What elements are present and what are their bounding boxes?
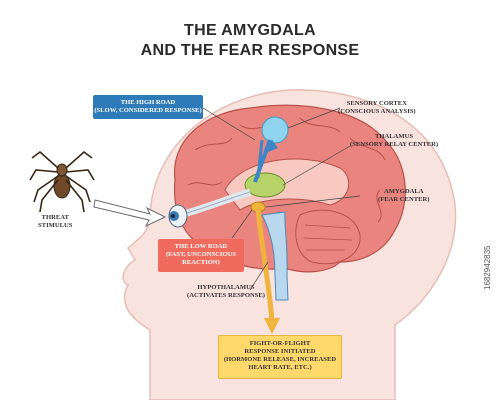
fight-or-flight-box: FIGHT-OR-FLIGHT RESPONSE INITIATED (HORM… xyxy=(218,335,342,379)
sensory-cortex-desc: (CONSCIOUS ANALYSIS) xyxy=(338,108,416,115)
hypothalamus-desc: (ACTIVATES RESPONSE) xyxy=(187,292,265,299)
low-road-title: THE LOW ROAD xyxy=(174,243,228,250)
threat-stimulus-line1: THREAT xyxy=(41,214,69,221)
title-line-2: AND THE FEAR RESPONSE xyxy=(140,42,360,59)
fight-desc-2: HEART RATE, ETC.) xyxy=(248,364,312,371)
eye-icon xyxy=(168,204,188,228)
fight-title-1: FIGHT-OR-FLIGHT xyxy=(249,340,311,347)
high-road-box: THE HIGH ROAD (SLOW, CONSIDERED RESPONSE… xyxy=(93,95,203,119)
fight-desc-1: (HORMONE RELEASE, INCREASED xyxy=(223,356,337,363)
fight-title-2: RESPONSE INITIATED xyxy=(244,348,316,355)
hypothalamus-title: HYPOTHALAMUS xyxy=(197,284,255,291)
high-road-desc: (SLOW, CONSIDERED RESPONSE) xyxy=(94,107,202,114)
thalamus-title: THALAMUS xyxy=(374,133,414,140)
leader-lines xyxy=(202,107,361,291)
amygdala-desc: (FEAR CENTER) xyxy=(378,196,430,203)
sensory-cortex-title: SENSORY CORTEX xyxy=(346,100,407,107)
threat-arrow xyxy=(93,199,167,228)
watermark-id: 1682942835 xyxy=(483,245,492,291)
threat-stimulus-line2: STIMULUS xyxy=(38,222,73,229)
arrow-icon xyxy=(264,318,280,334)
low-road-box: THE LOW ROAD (FAST, UNCONSCIOUS REACTION… xyxy=(158,239,244,272)
threat-stimulus-label: THREAT STIMULUS xyxy=(38,214,72,230)
title-line-1: THE AMYGDALA xyxy=(184,22,316,39)
low-road-desc-2: REACTION) xyxy=(182,259,220,266)
low-road-arrow xyxy=(255,209,275,323)
sensory-cortex-label: SENSORY CORTEX (CONSCIOUS ANALYSIS) xyxy=(338,100,416,116)
amygdala-title: AMYGDALA xyxy=(383,188,424,195)
low-road-desc-1: (FAST, UNCONSCIOUS xyxy=(165,251,237,258)
spider-icon xyxy=(29,150,95,213)
hypothalamus-label: HYPOTHALAMUS (ACTIVATES RESPONSE) xyxy=(187,284,265,300)
brain-stem xyxy=(261,211,289,301)
amygdala-label: AMYGDALA (FEAR CENTER) xyxy=(378,188,429,204)
high-road-title: THE HIGH ROAD xyxy=(120,99,176,106)
thalamus-label: THALAMUS (SENSORY RELAY CENTER) xyxy=(350,133,438,149)
thalamus-desc: (SENSORY RELAY CENTER) xyxy=(350,141,439,148)
